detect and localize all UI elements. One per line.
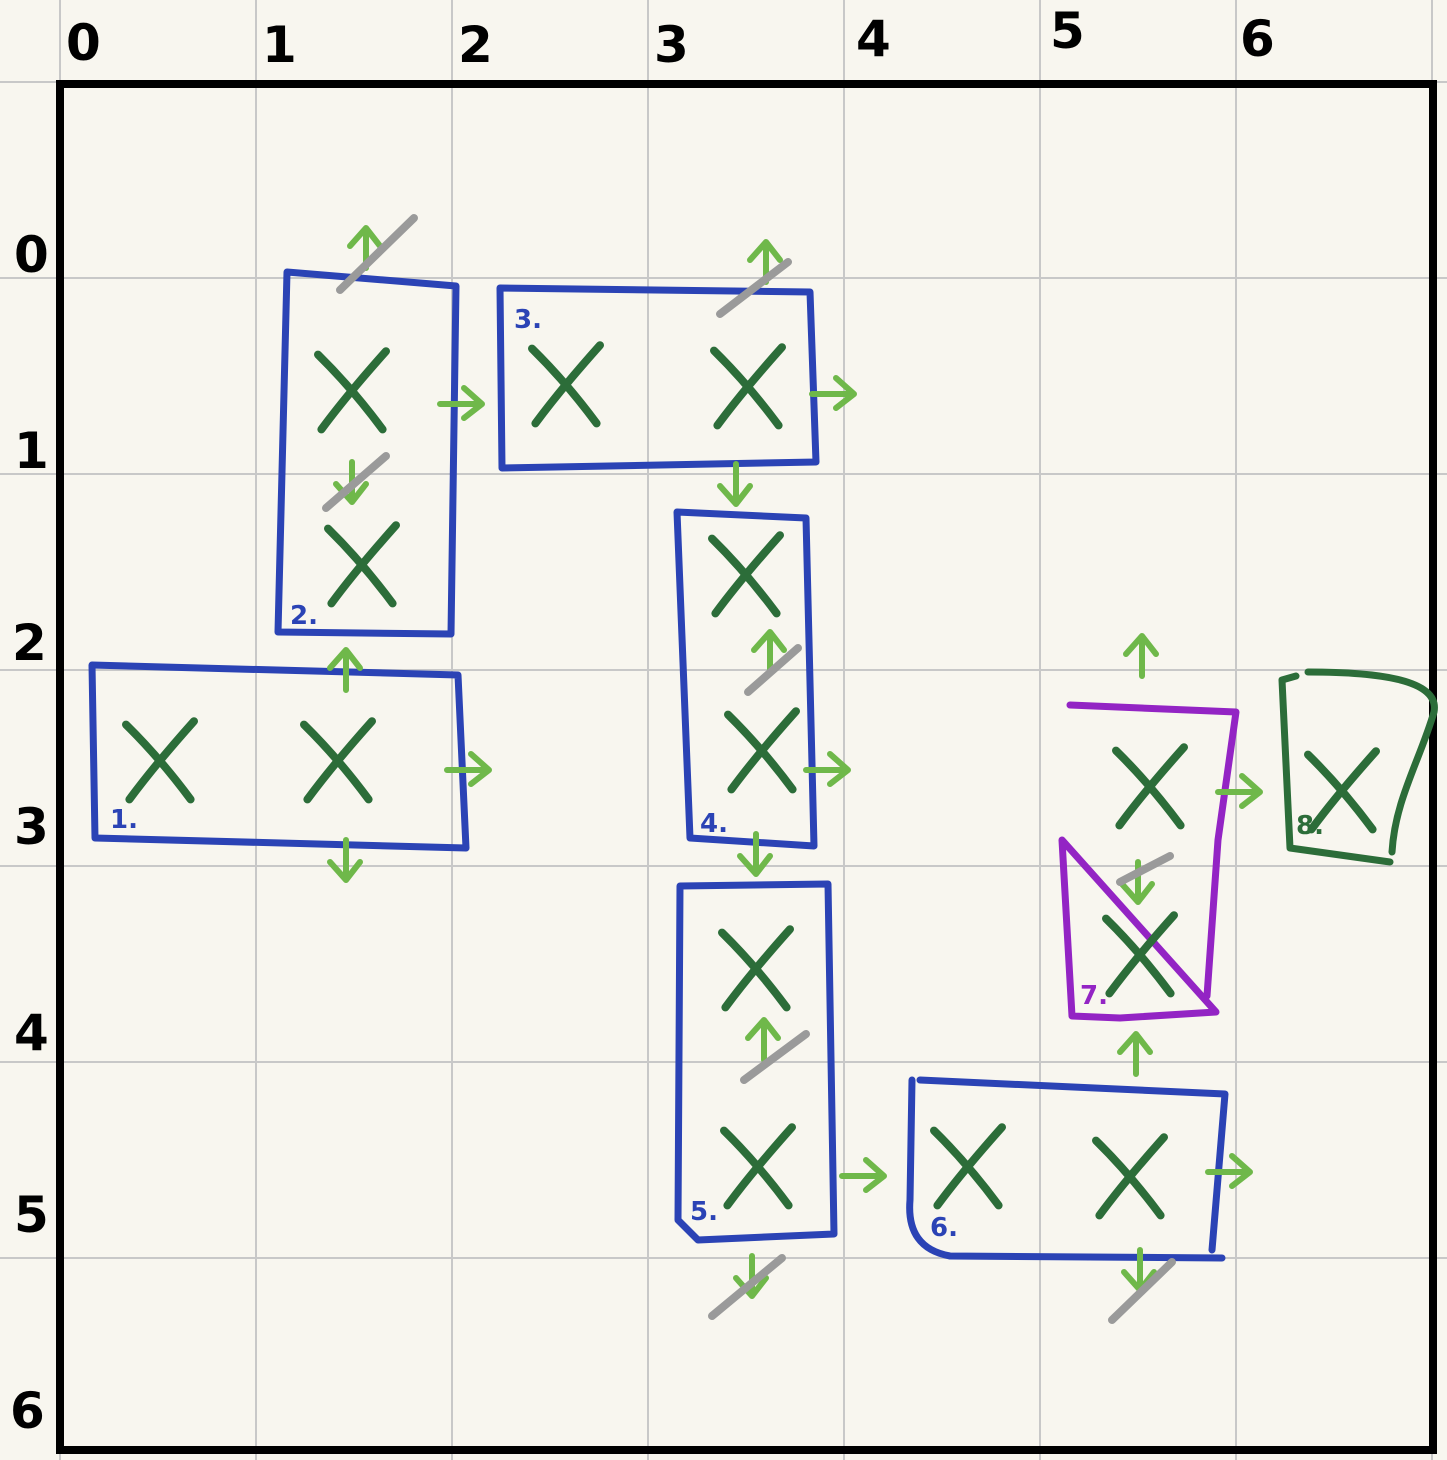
column-label: 2 (458, 16, 493, 74)
box-4 (673, 508, 818, 850)
direction-arrow (1119, 859, 1155, 905)
direction-arrow (437, 385, 485, 421)
cross-mark (122, 717, 198, 804)
box-7 (1058, 701, 1240, 1022)
column-label: 1 (262, 16, 297, 74)
board-frame (56, 80, 1437, 1454)
strike-line (708, 1254, 786, 1320)
column-labels: 0 1 2 3 4 5 6 (66, 2, 1275, 74)
box-1-label: 1. (110, 805, 138, 835)
cross-mark (724, 707, 800, 794)
box-7-label: 7. (1080, 981, 1108, 1011)
cross-mark (710, 343, 786, 430)
box-3-label: 3. (514, 305, 542, 335)
box-1 (88, 661, 470, 852)
cross-mark (1112, 743, 1188, 830)
row-label: 6 (10, 1382, 45, 1440)
cross-mark (314, 347, 390, 434)
box-3 (496, 284, 820, 472)
direction-arrow (751, 629, 787, 675)
cross-mark (720, 1123, 796, 1210)
direction-arrow (1205, 1153, 1253, 1189)
box-2-label: 2. (290, 601, 318, 631)
cross-mark (1102, 911, 1178, 998)
direction-arrow (444, 751, 492, 787)
direction-arrow (839, 1157, 887, 1193)
box-5 (674, 880, 838, 1244)
direction-arrow (803, 751, 851, 787)
box-6-label: 6. (930, 1213, 958, 1243)
direction-arrow (717, 461, 753, 507)
cross-mark (718, 925, 794, 1012)
column-label: 6 (1240, 10, 1275, 68)
box-2 (274, 268, 460, 638)
direction-arrow (745, 1017, 781, 1063)
strike-marks (322, 214, 1176, 1324)
arrow-marks (327, 225, 1263, 1299)
row-label: 4 (14, 1004, 49, 1062)
row-labels: 0 1 2 3 4 5 6 (10, 226, 49, 1440)
strike-line (716, 258, 792, 318)
direction-arrow (1123, 633, 1159, 679)
cross-mark (1304, 747, 1380, 834)
strike-line (1108, 1258, 1176, 1324)
row-label: 1 (14, 422, 49, 480)
column-label: 0 (66, 14, 101, 72)
strike-line (322, 452, 390, 512)
box-4-label: 4. (700, 809, 728, 839)
row-label: 0 (14, 226, 49, 284)
strike-line (744, 644, 802, 696)
column-label: 3 (654, 16, 689, 74)
strike-line (740, 1030, 810, 1084)
row-label: 5 (14, 1186, 49, 1244)
direction-arrow (1117, 1031, 1153, 1077)
strike-line (336, 214, 418, 294)
direction-arrow (327, 647, 363, 693)
cross-mark (930, 1123, 1006, 1210)
direction-arrow (1215, 773, 1263, 809)
cross-mark (324, 521, 400, 608)
direction-arrow (737, 831, 773, 877)
row-label: 2 (12, 614, 47, 672)
box-5-label: 5. (690, 1197, 718, 1227)
column-label: 5 (1050, 2, 1085, 60)
direction-arrow (327, 837, 363, 883)
box-6 (906, 1076, 1229, 1262)
strike-line (1116, 852, 1174, 886)
direction-arrow (809, 375, 857, 411)
cross-mark (300, 717, 376, 804)
cross-mark (708, 531, 784, 618)
column-label: 4 (856, 10, 891, 68)
box-labels: 1. 2. 3. 4. 5. 6. 7. 8. (110, 305, 1324, 1243)
box-8 (1278, 668, 1438, 866)
cross-marks (122, 341, 1380, 1220)
boxes (88, 268, 1438, 1262)
cross-mark (528, 341, 604, 428)
cross-mark (1092, 1133, 1168, 1220)
row-label: 3 (14, 798, 49, 856)
